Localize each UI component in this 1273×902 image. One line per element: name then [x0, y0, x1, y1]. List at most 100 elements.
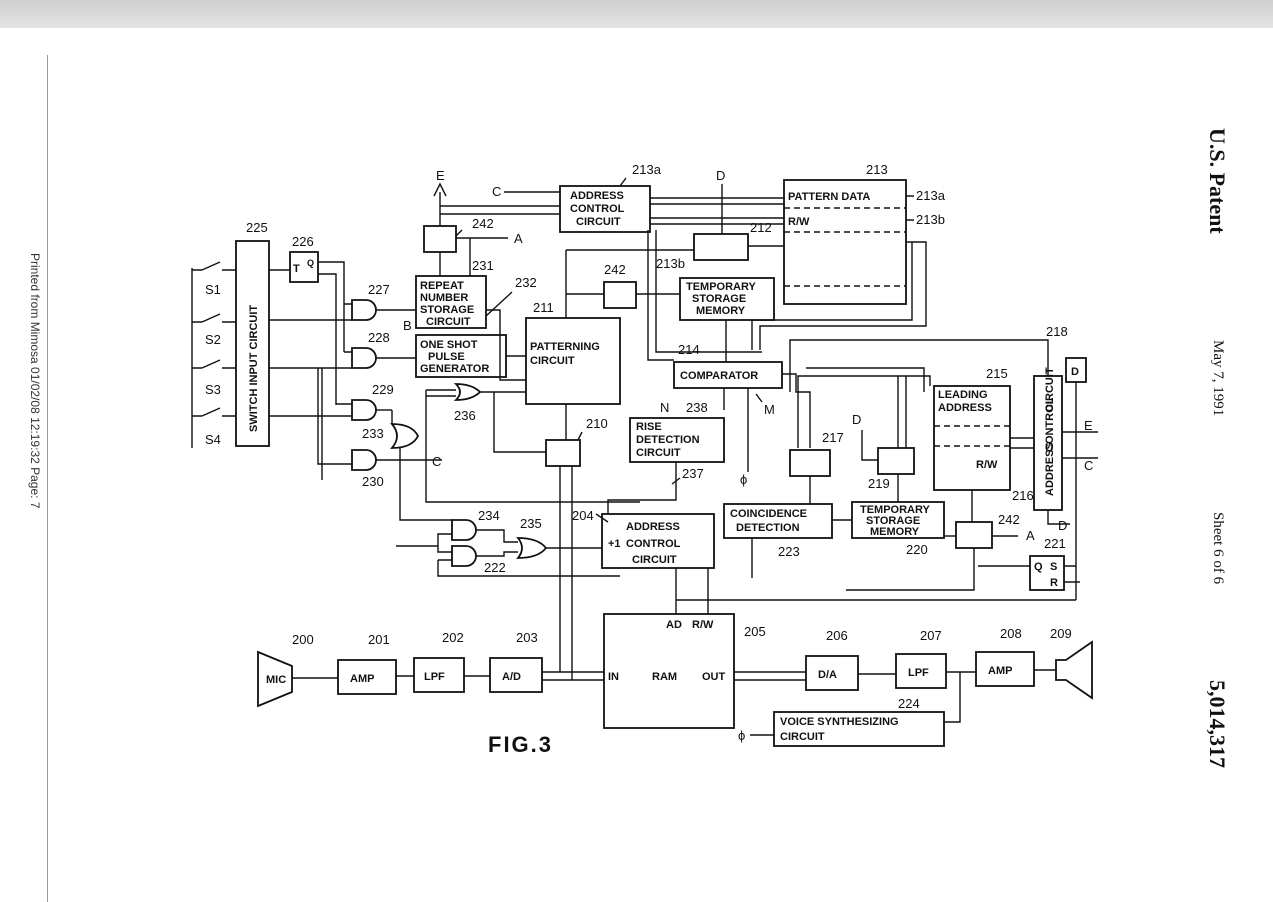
svg-text:229: 229 — [372, 382, 394, 397]
svg-text:233: 233 — [362, 426, 384, 441]
svg-text:NUMBER: NUMBER — [420, 292, 468, 304]
svg-text:204: 204 — [572, 508, 594, 523]
switch-bank: S1 S2 S3 S4 — [192, 262, 236, 448]
address-control-circuit-214: ADDRESS CONTROL CIRCUIT 213a C — [492, 162, 784, 232]
svg-text:A/D: A/D — [502, 671, 521, 683]
svg-text:216: 216 — [1012, 488, 1034, 503]
svg-text:ADDRESS: ADDRESS — [570, 190, 624, 202]
svg-text:203: 203 — [516, 630, 538, 645]
svg-text:AMP: AMP — [988, 665, 1012, 677]
svg-text:CONTROL: CONTROL — [626, 538, 681, 550]
svg-text:236: 236 — [454, 408, 476, 423]
svg-text:AD: AD — [666, 619, 682, 631]
svg-text:242: 242 — [604, 262, 626, 277]
svg-text:220: 220 — [906, 542, 928, 557]
block-212: 212 D — [694, 168, 784, 260]
block-221: 219 D — [852, 376, 914, 502]
svg-text:CIRCUIT: CIRCUIT — [632, 554, 677, 566]
svg-text:D/A: D/A — [818, 669, 837, 681]
switch-s1: S1 — [205, 282, 221, 297]
svg-text:E: E — [436, 168, 445, 183]
microphone: MIC 200 — [258, 632, 338, 706]
repeat-number-storage-circuit: REPEAT NUMBER STORAGE CIRCUIT 231 232 — [416, 258, 537, 328]
svg-text:209: 209 — [1050, 626, 1072, 641]
svg-text:223: 223 — [778, 544, 800, 559]
svg-text:COMPARATOR: COMPARATOR — [680, 370, 758, 382]
svg-text:CONTROL: CONTROL — [570, 203, 625, 215]
svg-text:232: 232 — [515, 275, 537, 290]
svg-text:CIRCUIT: CIRCUIT — [576, 216, 621, 228]
svg-text:234: 234 — [478, 508, 500, 523]
svg-text:D: D — [1058, 518, 1067, 533]
svg-text:A: A — [1026, 528, 1035, 543]
svg-text:207: 207 — [920, 628, 942, 643]
svg-text:COINCIDENCE: COINCIDENCE — [730, 508, 807, 520]
svg-text:215: 215 — [986, 366, 1008, 381]
svg-text:CIRCUIT: CIRCUIT — [636, 447, 681, 459]
svg-text:221: 221 — [1044, 536, 1066, 551]
svg-text:242: 242 — [998, 512, 1020, 527]
svg-text:E: E — [1084, 418, 1093, 433]
svg-text:RISE: RISE — [636, 421, 662, 433]
svg-text:DETECTION: DETECTION — [636, 434, 700, 446]
svg-text:227: 227 — [368, 282, 390, 297]
da-converter-206: D/A 206 — [806, 628, 896, 690]
svg-text:231: 231 — [472, 258, 494, 273]
svg-text:213a: 213a — [916, 188, 946, 203]
address-control-circuit-204: ADDRESS +1 CONTROL CIRCUIT 204 — [572, 508, 714, 614]
svg-text:Q: Q — [1034, 561, 1043, 573]
svg-text:211: 211 — [533, 300, 554, 315]
svg-text:ϕ: ϕ — [738, 728, 745, 743]
amp-208: AMP 208 — [976, 626, 1056, 686]
svg-text:LPF: LPF — [908, 667, 929, 679]
svg-text:SWITCH INPUT CIRCUIT: SWITCH INPUT CIRCUIT — [248, 305, 260, 432]
rise-detection-circuit: RISE DETECTION CIRCUIT 237 — [608, 418, 724, 522]
svg-text:GENERATOR: GENERATOR — [420, 363, 489, 375]
svg-text:210: 210 — [586, 416, 608, 431]
svg-text:ADDRESS: ADDRESS — [938, 402, 992, 414]
svg-text:PATTERNING: PATTERNING — [530, 341, 600, 353]
svg-text:213b: 213b — [916, 212, 945, 227]
svg-text:225: 225 — [246, 220, 268, 235]
svg-text:226: 226 — [292, 234, 314, 249]
svg-text:PULSE: PULSE — [428, 351, 465, 363]
amp-201: AMP 201 — [338, 632, 414, 694]
svg-text:228: 228 — [368, 330, 390, 345]
svg-text:R: R — [1050, 577, 1058, 589]
svg-text:218: 218 — [1046, 324, 1068, 339]
svg-text:R/W: R/W — [692, 619, 714, 631]
svg-text:213a: 213a — [632, 162, 662, 177]
pattern-data-memory-213: PATTERN DATA R/W 213 213a 213b — [752, 162, 946, 350]
svg-text:DETECTION: DETECTION — [736, 522, 800, 534]
svg-text:237: 237 — [682, 466, 704, 481]
svg-text:242: 242 — [472, 216, 494, 231]
svg-text:200: 200 — [292, 632, 314, 647]
lpf-202: LPF 202 — [414, 630, 490, 692]
svg-text:222: 222 — [484, 560, 506, 575]
svg-text:219: 219 — [868, 476, 890, 491]
svg-text:RAM: RAM — [652, 671, 677, 683]
svg-text:T: T — [293, 263, 300, 275]
svg-text:217: 217 — [822, 430, 844, 445]
switch-s2: S2 — [205, 332, 221, 347]
block-210: 210 — [494, 392, 608, 600]
temporary-storage-memory-215: TEMPORARY STORAGE MEMORY 213b — [656, 256, 774, 362]
svg-text:MEMORY: MEMORY — [696, 305, 746, 317]
svg-text:D: D — [852, 412, 861, 427]
svg-text:LPF: LPF — [424, 671, 445, 683]
svg-text:M: M — [764, 402, 775, 417]
switch-input-circuit: SWITCH INPUT CIRCUIT 225 — [236, 220, 269, 446]
svg-text:201: 201 — [368, 632, 390, 647]
svg-text:205: 205 — [744, 624, 766, 639]
svg-text:214: 214 — [678, 342, 700, 357]
svg-text:CIRCUIT: CIRCUIT — [780, 731, 825, 743]
svg-text:235: 235 — [520, 516, 542, 531]
svg-text:213b: 213b — [656, 256, 685, 271]
svg-text:D: D — [716, 168, 725, 183]
svg-text:B: B — [403, 318, 412, 333]
svg-text:R/W: R/W — [788, 216, 810, 228]
svg-text:MIC: MIC — [266, 674, 286, 686]
temporary-storage-memory-222: TEMPORARY STORAGE MEMORY 220 — [852, 502, 944, 557]
svg-text:212: 212 — [750, 220, 772, 235]
